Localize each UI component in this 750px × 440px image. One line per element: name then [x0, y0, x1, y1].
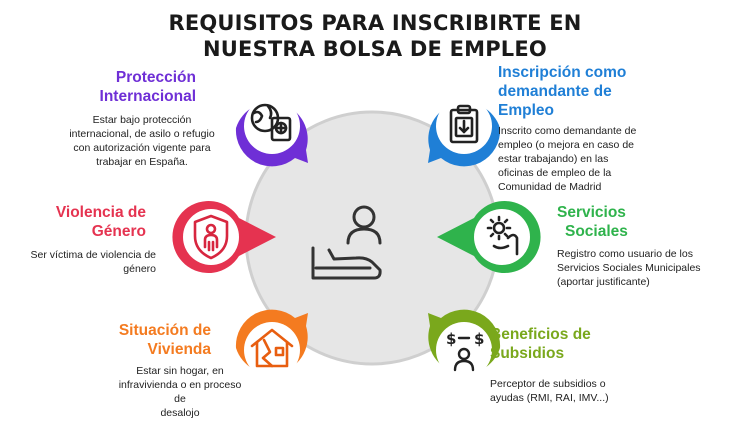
broken-house-icon — [250, 328, 294, 368]
shield-person-icon — [193, 214, 229, 260]
person-money-icon: $ $ — [446, 330, 484, 372]
person-hand-icon — [311, 205, 382, 280]
servicios-description: Registro como usuario de los Servicios S… — [557, 248, 701, 288]
violencia-heading: Violencia de Género — [55, 204, 146, 240]
node-violencia — [172, 201, 276, 274]
node-proteccion — [235, 98, 308, 167]
beneficios-description: Perceptor de subsidios o ayudas (RMI, RA… — [490, 378, 609, 404]
inscripcion-description: Inscrito como demandante de empleo (o me… — [498, 125, 637, 193]
violencia-description: Ser víctima de violencia de género — [30, 249, 156, 275]
beneficios-heading: Beneficios de Subsidios — [490, 326, 591, 362]
node-vivienda — [235, 309, 308, 378]
inscripcion-heading: Inscripción como demandante de Empleo — [498, 64, 627, 119]
title-line-2: NUESTRA BOLSA DE EMPLEO — [203, 37, 547, 61]
proteccion-description: Estar bajo protección internacional, de … — [69, 114, 215, 168]
node-servicios — [437, 201, 541, 273]
node-beneficios: $ $ — [428, 309, 501, 378]
svg-text:$: $ — [474, 330, 484, 348]
vivienda-heading: Situación de Vivienda — [118, 322, 211, 358]
hand-gear-icon — [486, 215, 519, 256]
globe-passport-icon — [250, 103, 292, 142]
svg-text:$: $ — [446, 330, 456, 348]
servicios-heading: Servicios Sociales — [557, 204, 628, 240]
vivienda-description: Estar sin hogar, en infravivienda o en p… — [118, 365, 242, 419]
clipboard-download-icon — [449, 104, 479, 144]
page-title: REQUISITOS PARA INSCRIBIRTE EN NUESTRA B… — [0, 10, 750, 62]
proteccion-heading: Protección Internacional — [99, 69, 196, 105]
title-line-1: REQUISITOS PARA INSCRIBIRTE EN — [168, 11, 582, 35]
node-inscripcion — [428, 98, 501, 167]
